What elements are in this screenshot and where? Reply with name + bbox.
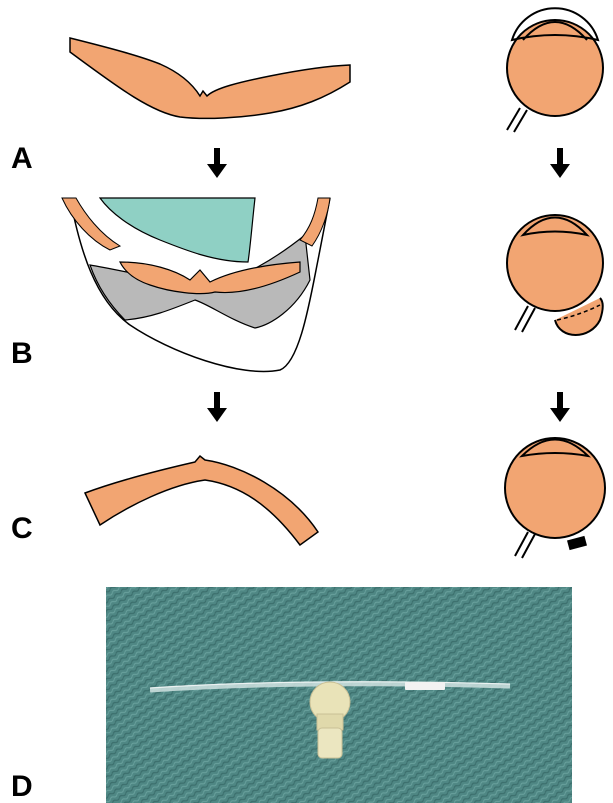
device-stem bbox=[318, 728, 342, 758]
panel-label-d: D bbox=[11, 772, 33, 802]
panel-a-globe bbox=[507, 8, 603, 132]
globe-b bbox=[507, 215, 603, 311]
panel-b-cross-section bbox=[62, 198, 330, 371]
nerve-c bbox=[515, 532, 535, 558]
panel-d-photo bbox=[106, 587, 572, 803]
panel-c-cross-section bbox=[85, 456, 318, 545]
nerve-a bbox=[507, 108, 527, 132]
panel-a-cross-section bbox=[70, 38, 350, 118]
down-arrow-icon bbox=[550, 148, 570, 178]
tissue-section-c bbox=[85, 456, 318, 545]
tube-marker bbox=[405, 682, 445, 690]
down-arrow-icon bbox=[550, 392, 570, 422]
nerve-b bbox=[515, 306, 535, 332]
panel-label-b: B bbox=[11, 339, 33, 369]
down-arrow-icon bbox=[207, 148, 227, 178]
panel-label-a: A bbox=[11, 144, 33, 174]
panel-label-c: C bbox=[11, 514, 33, 544]
down-arrow-icon bbox=[207, 392, 227, 422]
panel-c-globe bbox=[505, 438, 605, 558]
panel-b-globe bbox=[507, 215, 603, 335]
implant-patch-c bbox=[567, 536, 587, 550]
tissue-section-a bbox=[70, 38, 350, 118]
